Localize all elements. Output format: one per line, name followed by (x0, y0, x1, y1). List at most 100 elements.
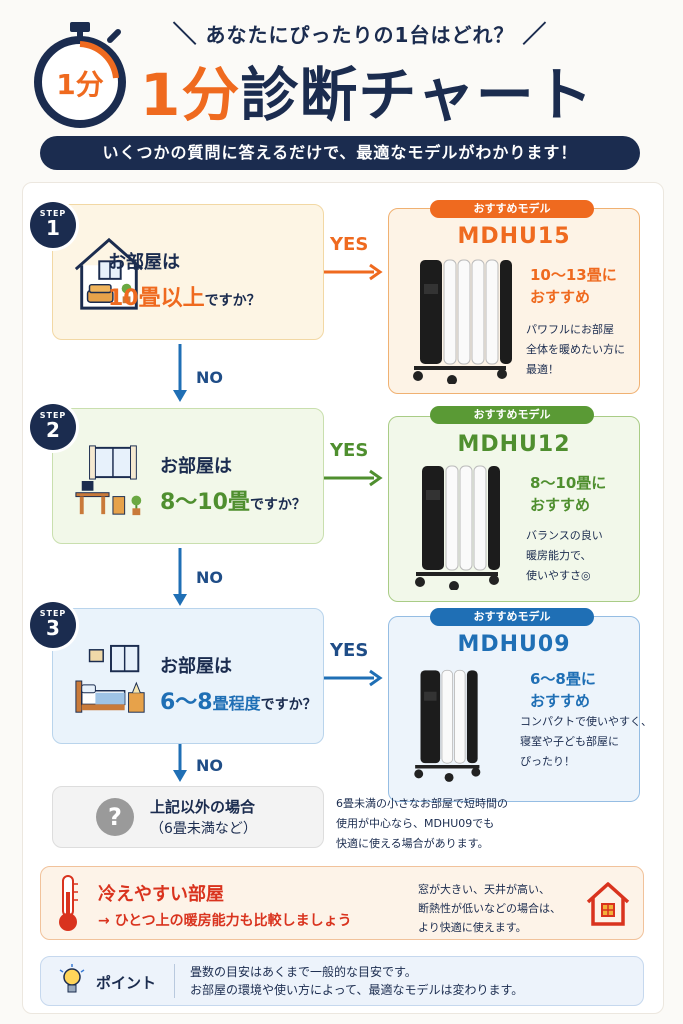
step2-badge: STEP 2 (30, 404, 76, 450)
other-case-text: 上記以外の場合 （6畳未満など） (150, 796, 257, 840)
question-highlight: 6〜8 (160, 690, 213, 715)
step-label: STEP (39, 209, 67, 218)
step1-no-label: NO (196, 368, 223, 387)
other-line2: （6畳未満など） (150, 821, 257, 837)
recommend-line1: 6〜8畳に (530, 670, 596, 688)
question-line1: お部屋は (108, 252, 180, 273)
question-mark-icon: ? (96, 798, 134, 836)
step3-question: お部屋は 6〜8畳程度ですか？ (160, 652, 317, 716)
note-line: 畳数の目安はあくまで一般的な目安です。 (190, 965, 417, 979)
step3-yes-label: YES (330, 640, 369, 661)
point-box (40, 956, 644, 1006)
note-line: 断熱性が低いなどの場合は、 (418, 902, 561, 915)
step1-yes-arrow-icon (324, 263, 383, 281)
model1-recommend: 10〜13畳に おすすめ (530, 264, 617, 308)
step2-yes-arrow-icon (324, 469, 383, 487)
lightbulb-icon (59, 964, 85, 993)
title-main: 診断チャート (240, 61, 594, 129)
point-note: 畳数の目安はあくまで一般的な目安です。 お部屋の環境や使い方によって、最適なモデ… (190, 963, 523, 999)
model3-description: コンパクトで使いやすく、 寝室や子ども部屋に ぴったり！ (520, 712, 652, 772)
desc-line: パワフルにお部屋 (526, 323, 614, 336)
note-line: より快適に使えます。 (418, 921, 527, 934)
question-suffix: ですか？ (204, 293, 261, 309)
header-subtitle: ＼ あなたにぴったりの1台はどれ？ ／ (140, 14, 580, 49)
desc-line: バランスの良い (526, 529, 603, 542)
step2-no-label: NO (196, 568, 223, 587)
stopwatch-icon: 1分 (34, 22, 126, 128)
question-highlight-suffix: 畳程度 (212, 694, 261, 713)
stopwatch-label: 1分 (56, 68, 103, 101)
step1-badge: STEP 1 (30, 202, 76, 248)
model3-tag: おすすめモデル (430, 608, 594, 626)
model1-description: パワフルにお部屋 全体を暖めたい方に 最適！ (526, 320, 625, 380)
cold-room-subtitle: → ひとつ上の暖房能力も比較しましょう (98, 913, 352, 929)
step3-question-box (52, 608, 324, 744)
recommend-line1: 10〜13畳に (530, 266, 617, 284)
title-highlight: 1分 (140, 61, 241, 129)
note-line: 使用が中心なら、MDHU09でも (336, 817, 495, 830)
room-desk-icon (75, 445, 142, 516)
page-title: 1分診断チャート (140, 48, 594, 132)
bedroom-icon (75, 644, 145, 713)
step3-no-label: NO (196, 756, 223, 775)
model1-tag: おすすめモデル (430, 200, 594, 218)
question-suffix: ですか？ (260, 697, 317, 713)
desc-line: ぴったり！ (520, 755, 575, 768)
other-note: 6畳未満の小さなお部屋で短時間の 使用が中心なら、MDHU09でも 快適に使える… (336, 794, 508, 854)
step-number: 1 (46, 216, 60, 240)
note-line: 6畳未満の小さなお部屋で短時間の (336, 797, 508, 810)
question-highlight: 8〜10畳 (160, 490, 250, 515)
desc-line: 寝室や子ども部屋に (520, 735, 619, 748)
note-line: お部屋の環境や使い方によって、最適なモデルは変わります。 (190, 983, 524, 997)
question-line1: お部屋は (160, 456, 232, 477)
desc-line: 全体を暖めたい方に (526, 343, 625, 356)
step2-question: お部屋は 8〜10畳ですか？ (160, 452, 306, 516)
cold-room-note: 窓が大きい、天井が高い、 断熱性が低いなどの場合は、 より快適に使えます。 (418, 880, 561, 937)
desc-line: 最適！ (526, 363, 559, 376)
intro-banner: いくつかの質問に答えるだけで、最適なモデルがわかります！ (40, 136, 640, 170)
desc-line: コンパクトで使いやすく、 (520, 715, 652, 728)
step3-yes-arrow-icon (324, 669, 383, 687)
model3-name: MDHU09 (457, 632, 571, 657)
model3-recommend: 6〜8畳に おすすめ (530, 668, 596, 712)
heater-image-icon (415, 465, 500, 590)
step3-badge: STEP 3 (30, 602, 76, 648)
model2-tag: おすすめモデル (430, 406, 594, 424)
model2-recommend: 8〜10畳に おすすめ (530, 472, 606, 516)
step-number: 3 (46, 616, 60, 640)
other-line1: 上記以外の場合 (150, 798, 256, 816)
step1-no-arrow-icon (173, 344, 187, 402)
model1-name: MDHU15 (457, 224, 571, 249)
note-line: 快適に使える場合があります。 (336, 837, 489, 850)
cold-room-title: 冷えやすい部屋 (98, 884, 224, 905)
thermometer-icon (59, 875, 78, 931)
house-icon (74, 237, 144, 310)
step1-question: お部屋は 10畳以上ですか？ (108, 248, 261, 312)
cold-room-box (40, 866, 644, 940)
question-suffix: ですか？ (249, 497, 306, 513)
subtitle-text: あなたにぴったりの1台はどれ？ (205, 23, 515, 47)
slash-left-icon: ＼ (172, 20, 198, 48)
step1-yes-label: YES (330, 234, 369, 255)
step3-no-arrow-icon (173, 744, 187, 782)
recommend-line2: おすすめ (530, 692, 591, 710)
slash-right-icon: ／ (522, 20, 548, 48)
step-label: STEP (39, 411, 67, 420)
step-label: STEP (39, 609, 67, 618)
point-divider (174, 964, 175, 998)
heater-image-icon (413, 259, 512, 384)
recommend-line2: おすすめ (530, 496, 591, 514)
desc-line: 暖房能力で、 (526, 549, 592, 562)
step-number: 2 (46, 418, 60, 442)
step2-yes-label: YES (330, 440, 369, 461)
house-outline-icon (586, 882, 630, 926)
question-highlight: 10畳以上 (108, 286, 205, 311)
heater-image-icon (414, 669, 481, 782)
model2-name: MDHU12 (457, 432, 571, 457)
recommend-line2: おすすめ (530, 288, 591, 306)
step2-no-arrow-icon (173, 548, 187, 606)
model2-description: バランスの良い 暖房能力で、 使いやすさ◎ (526, 526, 603, 586)
note-line: 窓が大きい、天井が高い、 (418, 883, 550, 896)
recommend-line1: 8〜10畳に (530, 474, 607, 492)
desc-line: 使いやすさ◎ (526, 569, 591, 582)
